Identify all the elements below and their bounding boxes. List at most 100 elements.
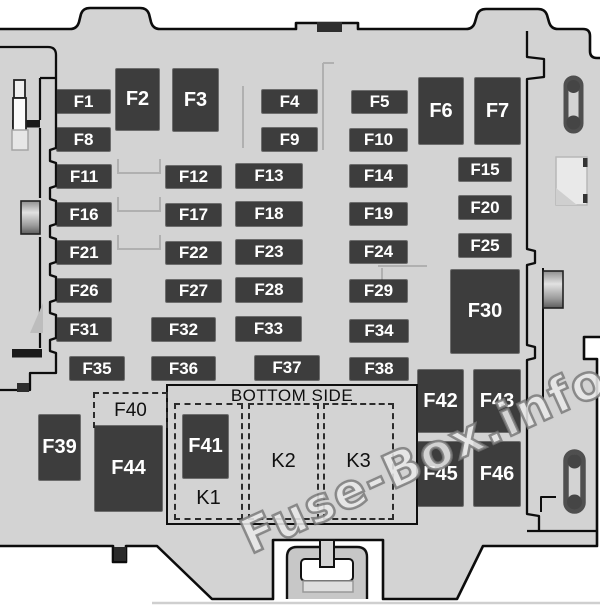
relay-label: K3 [346,450,371,472]
fuse-label: F38 [364,359,394,378]
fuse-F41: F41 [183,415,228,478]
fuse-F14: F14 [350,165,407,187]
fuse-F42: F42 [418,370,463,432]
fuse-F7: F7 [475,78,520,144]
fuse-label: F41 [188,435,223,457]
fuse-F34: F34 [350,320,408,342]
fuse-label: F36 [168,358,199,378]
top-slot [317,22,342,32]
fuse-label: F18 [254,204,284,223]
fuse-F15: F15 [459,158,511,181]
left-connector-detail [0,45,58,392]
fuse-label: F33 [253,319,284,338]
relay-label: K1 [196,487,221,509]
fuse-F46: F46 [474,442,520,506]
fuse-label: F25 [470,235,500,255]
fuse-F26: F26 [57,279,111,302]
fuse-F20: F20 [459,196,511,219]
fuse-label: F43 [479,389,515,412]
fuse-label: F19 [363,204,394,223]
fuse-F33: F33 [236,317,301,341]
fuse-F24: F24 [350,241,407,263]
fuse-F23: F23 [236,240,302,264]
fuse-label: F31 [69,319,99,339]
fuse-label: F2 [125,88,150,110]
fuse-F38: F38 [350,358,408,380]
fuse-label: F26 [69,280,99,300]
fuse-F28: F28 [236,278,302,302]
fuse-F32: F32 [152,318,215,341]
fuse-label: F46 [479,462,515,485]
fuse-label: F23 [254,242,284,261]
fuse-F31: F31 [57,318,111,341]
fuse-label: F6 [429,99,453,122]
bottom-tab [114,547,126,561]
fuse-F11: F11 [57,165,111,188]
pill-bottom [563,449,586,514]
fuse-F9: F9 [262,128,317,151]
fuse-F16: F16 [57,203,111,226]
fuse-F2: F2 [116,69,159,130]
fuse-label: F42 [423,389,458,412]
fuse-label: F17 [178,205,209,224]
relay-K2: K2 [248,403,319,520]
fuse-F36: F36 [152,357,215,380]
fuse-F17: F17 [166,204,221,226]
fuse-label: F7 [485,99,510,122]
fuse-label: F11 [69,166,99,186]
right-knob [542,270,564,309]
fuse-label: F10 [363,130,394,149]
fuse-F43: F43 [474,370,520,432]
fuse-F13: F13 [236,164,302,188]
fuse-F10: F10 [350,129,407,151]
fuse-label: F29 [363,281,394,300]
fuse-label: F4 [279,91,300,111]
fuse-label: F9 [279,129,300,149]
fuse-F37: F37 [255,356,319,380]
fuse-label: F3 [183,88,208,111]
fuse-label: F35 [82,358,112,378]
fuse-F29: F29 [350,280,407,302]
bottom-side-box: BOTTOM SIDE [166,384,418,525]
fuse-label: F16 [69,204,99,224]
fuse-label: F30 [467,300,503,322]
fuse-label: F21 [69,242,99,262]
fuse-F45: F45 [418,442,463,506]
light-marks [117,62,427,291]
fuse-label: F1 [73,91,94,111]
fuse-F35: F35 [70,357,124,380]
fuse-label: F12 [178,167,209,186]
fuse-label: F8 [73,129,94,149]
fuse-F6: F6 [419,78,463,144]
relay-label: K2 [271,450,296,472]
fuse-F25: F25 [459,234,511,257]
fuse-label: F5 [369,92,390,111]
fuse-F4: F4 [262,90,317,113]
fuse-F5: F5 [352,91,407,113]
fuse-label: F14 [363,166,394,185]
fuse-label: F28 [254,280,284,299]
pill-top [563,75,584,134]
fuse-label: F24 [363,242,394,261]
fuse-F44: F44 [95,426,162,511]
mounting-bracket [285,539,369,599]
fuse-label: F45 [423,462,458,485]
relay-K1: K1 [174,403,243,520]
fuse-label: F27 [178,281,209,300]
fuse-label: F13 [254,166,284,185]
fuse-label: F44 [111,457,146,479]
fuse-label: F15 [470,159,500,179]
fuse-F21: F21 [57,241,111,264]
fuse-F39: F39 [39,415,80,480]
fuse-label: F40 [114,400,147,421]
fuse-F30: F30 [451,270,519,353]
fuse-F3: F3 [173,69,218,131]
fuse-F22: F22 [166,242,221,264]
relay-K3: K3 [323,403,394,520]
bottom-side-label: BOTTOM SIDE [230,386,354,405]
left-knob [20,200,41,235]
fuse-F18: F18 [236,202,302,226]
